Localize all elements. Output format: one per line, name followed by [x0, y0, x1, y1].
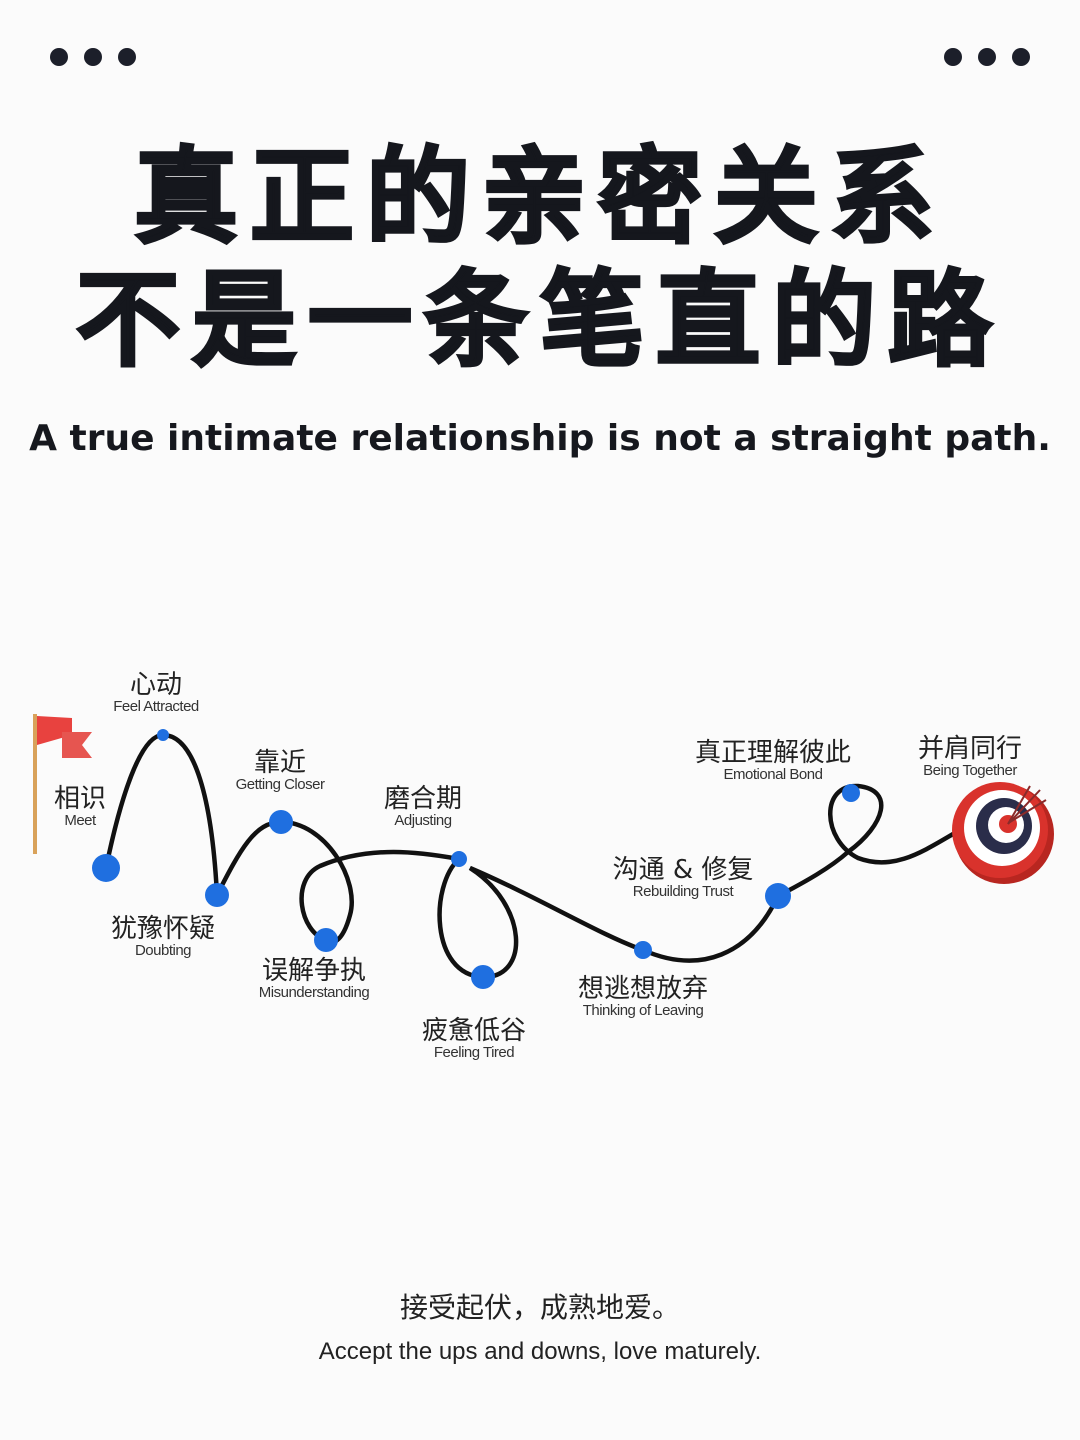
winding-path-line — [103, 732, 963, 980]
decorative-dots-right — [944, 48, 1030, 66]
stage-dot-adjusting — [451, 851, 467, 867]
stage-dot-getting-closer — [269, 810, 293, 834]
title-line-2: 不是一条笔直的路 — [74, 259, 1004, 381]
stage-dot-thinking-of-leaving — [634, 941, 652, 959]
stage-dot-rebuilding-trust — [765, 883, 791, 909]
footer-english: Accept the ups and downs, love maturely. — [318, 1338, 762, 1365]
footer-chinese: 接受起伏，成熟地爱。 — [399, 1291, 680, 1324]
stage-dot-meet — [92, 854, 120, 882]
stage-dots — [92, 729, 860, 989]
stage-dot-misunderstanding — [314, 928, 338, 952]
stage-dot-emotional-bond — [842, 784, 860, 802]
title-line-1: 真正的亲密关系 — [132, 136, 946, 258]
stage-dot-feeling-tired — [471, 965, 495, 989]
decorative-dots-left — [50, 48, 136, 66]
stage-dot-doubting — [205, 883, 229, 907]
stage-dot-feel-attracted — [157, 729, 169, 741]
subtitle: A true intimate relationship is not a st… — [29, 418, 1051, 459]
start-flag-icon — [33, 714, 92, 854]
target-icon — [952, 782, 1054, 884]
